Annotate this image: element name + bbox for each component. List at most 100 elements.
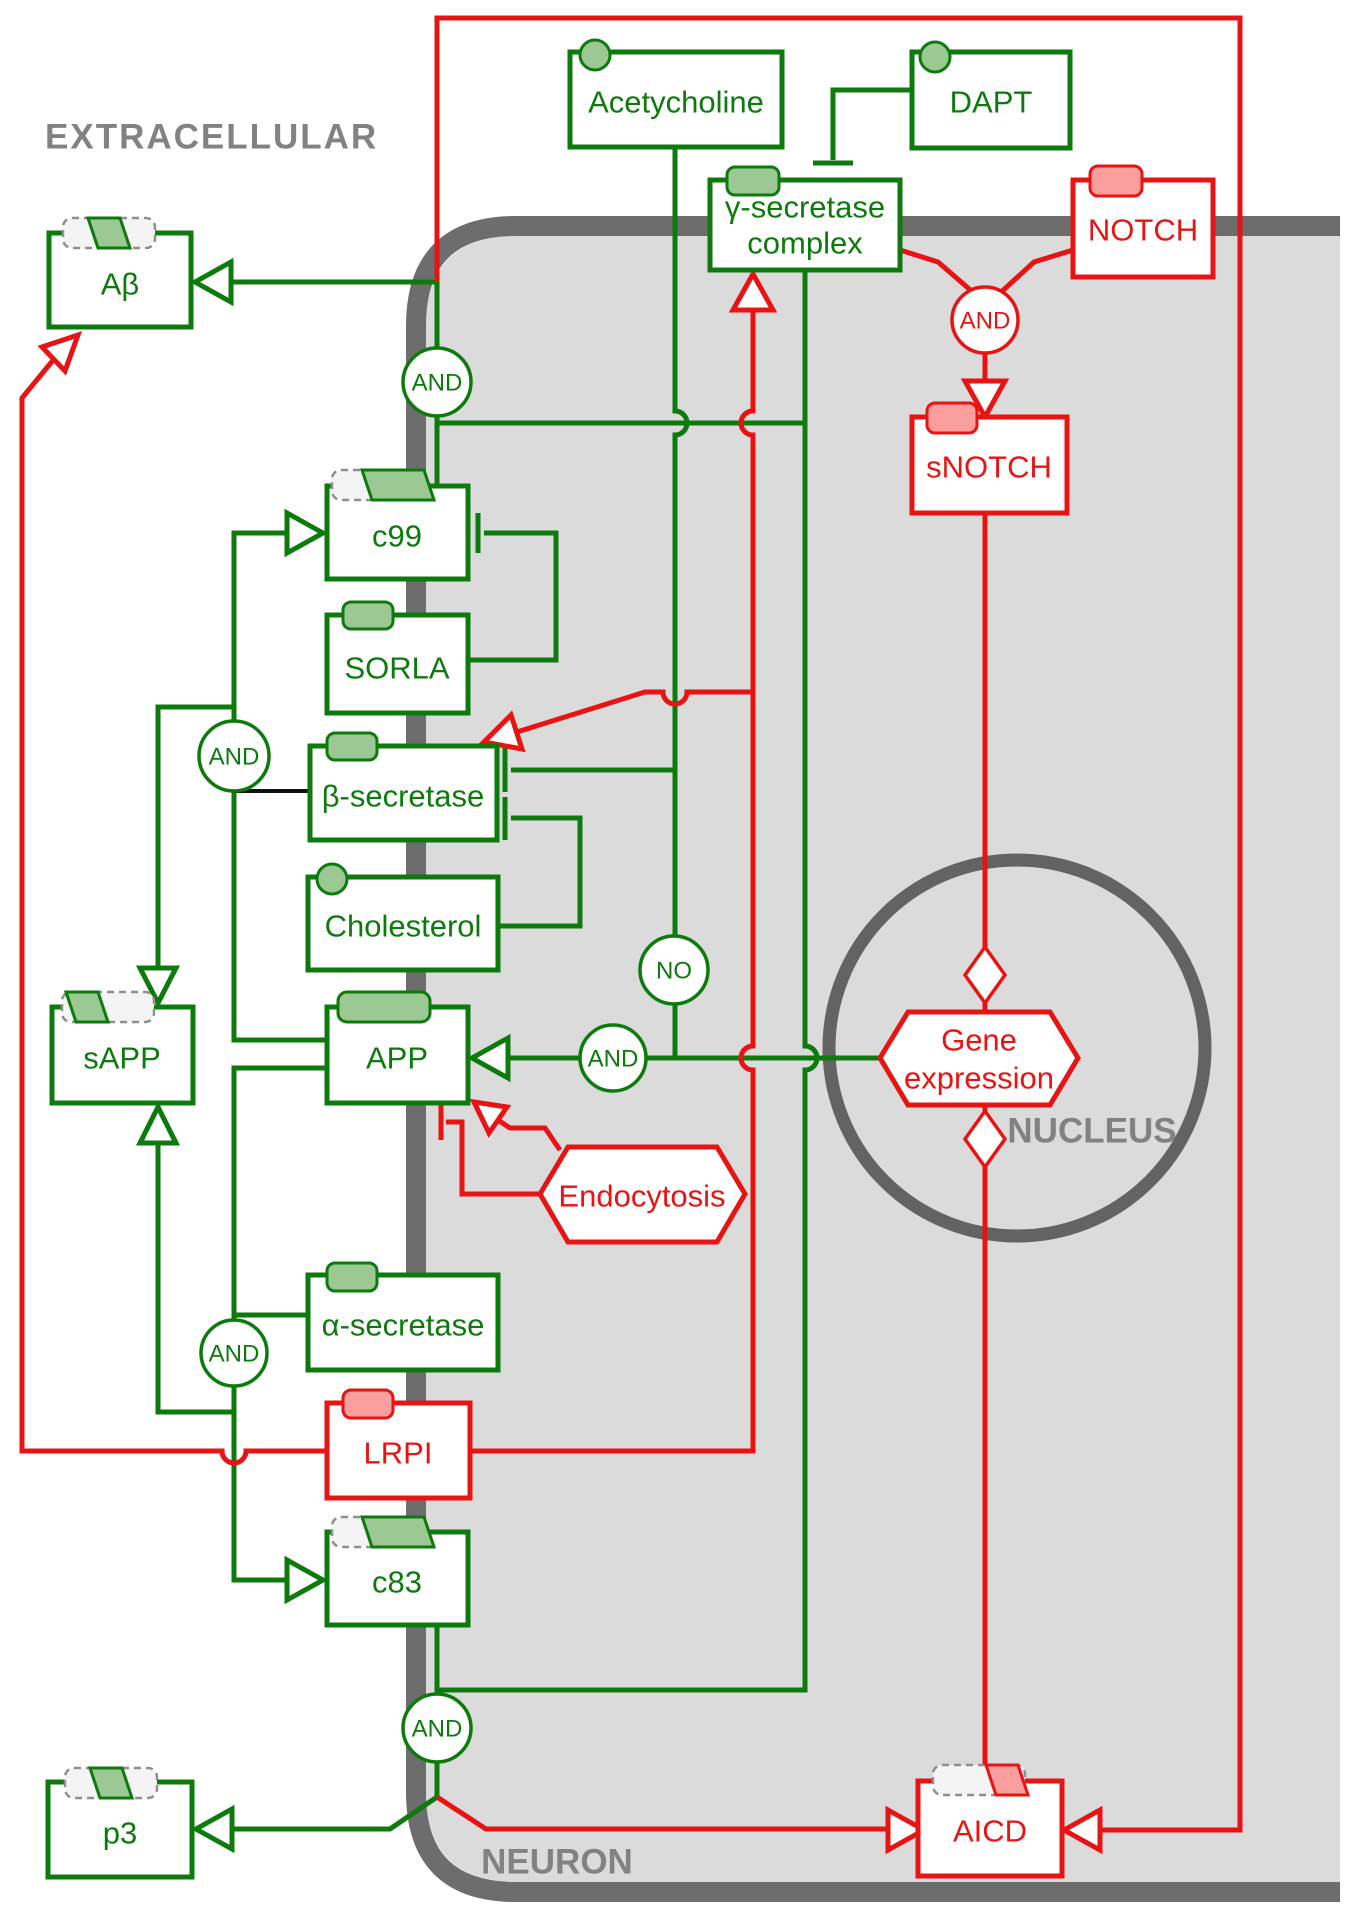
edge-toploop-to-aicd: [434, 15, 1243, 1833]
node-app: APP: [324, 990, 471, 1106]
cleaved-fragment-icon: [983, 1763, 1031, 1797]
nucleus-label: NUCLEUS: [1007, 1112, 1176, 1151]
edge-lrpi-to-betasecretase: [516, 689, 753, 735]
edges-green: [155, 87, 912, 1832]
arrow-into-app-endocytosis: [469, 1098, 512, 1138]
and-operator-beta-label: AND: [209, 744, 260, 771]
protein-icon: [341, 600, 395, 631]
and-operator-alpha: [199, 1318, 269, 1388]
diamond-geneexpression-bottom: [962, 1107, 1008, 1171]
node-dapt: DAPT: [909, 40, 1073, 151]
arrow-into-snotch: [960, 378, 1010, 423]
node-sorla: SORLA: [324, 600, 471, 716]
arrow-into-aicd-right: [1058, 1805, 1103, 1855]
beta-secretase-label: β-secretase: [322, 779, 485, 814]
node-sapp: sAPP: [49, 990, 196, 1106]
gene-expression-hexagon: [877, 1009, 1081, 1108]
arrow-into-p3: [190, 1804, 235, 1854]
edges-red: [19, 15, 1243, 1833]
simple-molecule-icon: [578, 38, 612, 72]
and-operator-app: [578, 1023, 648, 1093]
cholesterol-label: Cholesterol: [325, 909, 482, 944]
protein-icon: [325, 1261, 379, 1293]
and-operator-c83: [401, 1692, 473, 1764]
and-operator-notch: [950, 285, 1020, 355]
protein-icon: [325, 731, 379, 762]
snotch-label: sNOTCH: [926, 450, 1052, 485]
aicd-box: [915, 1778, 1065, 1879]
and-operator-app-label: AND: [588, 1046, 639, 1073]
node-c99: c99: [324, 468, 471, 582]
c83-label: c83: [372, 1565, 422, 1600]
simple-molecule-icon: [315, 862, 349, 896]
p3-label: p3: [103, 1816, 137, 1851]
edge-lrpi-to-abeta: [19, 357, 327, 1466]
arrowheads: [37, 257, 1103, 1855]
lrpi-label: LRPI: [364, 1436, 433, 1471]
gene-expression-label-line2: expression: [904, 1061, 1054, 1096]
receptor-icon: [341, 1388, 395, 1420]
cleaved-fragment-icon: [359, 1515, 437, 1549]
and-operator-abeta-label: AND: [412, 370, 463, 397]
endocytosis-label: Endocytosis: [558, 1179, 725, 1214]
gene-expression-label-line1: Gene: [941, 1023, 1017, 1058]
arrow-into-abeta: [189, 257, 234, 307]
gamma-secretase-label-line1: γ-secretase: [725, 190, 885, 225]
extracellular-label: EXTRACELLULAR: [45, 118, 378, 157]
edge-alphaand-to-sapp: [155, 1143, 234, 1415]
abeta-label: Aβ: [101, 267, 140, 302]
edge-and-to-aicd: [435, 1794, 888, 1832]
node-alpha-secretase: α-secretase: [305, 1261, 501, 1373]
arrow-into-sapp-top: [135, 965, 181, 1009]
arrow-into-abeta-red: [37, 330, 83, 376]
node-abeta: Aβ: [46, 216, 194, 330]
and-operator-beta: [197, 719, 271, 793]
edge-lrpi-to-gammasecretase: [470, 311, 756, 1454]
notch-label: NOTCH: [1088, 213, 1198, 248]
node-c83: c83: [324, 1515, 471, 1628]
node-p3: p3: [45, 1766, 195, 1880]
node-aicd: AICD: [915, 1763, 1065, 1879]
edge-sorla-inhibits-c99: [468, 530, 559, 663]
beta-secretase-box: [307, 743, 500, 843]
cleaved-fragment-icon: [85, 216, 133, 250]
arrow-into-aicd-left: [885, 1805, 930, 1855]
and-operator-alpha-label: AND: [209, 1341, 260, 1368]
node-lrpi: LRPI: [324, 1388, 473, 1501]
node-gamma-secretase: γ-secretase complex: [707, 165, 903, 273]
sapp-label: sAPP: [83, 1041, 161, 1076]
node-beta-secretase: β-secretase: [307, 731, 500, 843]
gamma-secretase-label-line2: complex: [747, 226, 863, 261]
node-snotch: sNOTCH: [909, 401, 1070, 516]
and-operator-notch-label: AND: [960, 308, 1011, 335]
and-operator-abeta: [401, 346, 473, 418]
sorla-label: SORLA: [344, 651, 449, 686]
and-operator-c83-label: AND: [412, 1716, 463, 1743]
acetycholine-label: Acetycholine: [588, 85, 764, 120]
edge-gammasecretase-to-notchand: [899, 247, 977, 296]
receptor-icon: [925, 401, 979, 435]
neuron-label: NEURON: [481, 1843, 633, 1882]
c99-label: c99: [372, 519, 422, 554]
endocytosis-hexagon: [537, 1144, 748, 1245]
cleaved-fragment-icon: [63, 990, 111, 1024]
arrow-into-c99: [284, 508, 329, 558]
protein-icon: [336, 990, 432, 1024]
aicd-label: AICD: [953, 1814, 1027, 1849]
simple-molecule-icon: [918, 40, 952, 74]
arrow-into-c83: [284, 1555, 329, 1605]
edge-endocytosis-to-app: [496, 1117, 563, 1152]
sorla-box: [324, 612, 471, 716]
edge-dapt-inhibits-gammasecretase: [830, 87, 912, 160]
node-endocytosis: Endocytosis: [537, 1144, 748, 1245]
diamond-geneexpression-top: [962, 943, 1008, 1007]
logic-operators: AND AND AND NO AND AND AND: [197, 285, 1020, 1764]
arrow-into-betasecretase: [478, 710, 526, 753]
cleaved-fragment-icon: [359, 468, 437, 502]
app-label: APP: [366, 1041, 428, 1076]
edge-notch-to-notchand: [997, 247, 1074, 296]
node-gene-expression: Gene expression: [877, 1009, 1081, 1108]
node-notch: NOTCH: [1070, 164, 1216, 280]
